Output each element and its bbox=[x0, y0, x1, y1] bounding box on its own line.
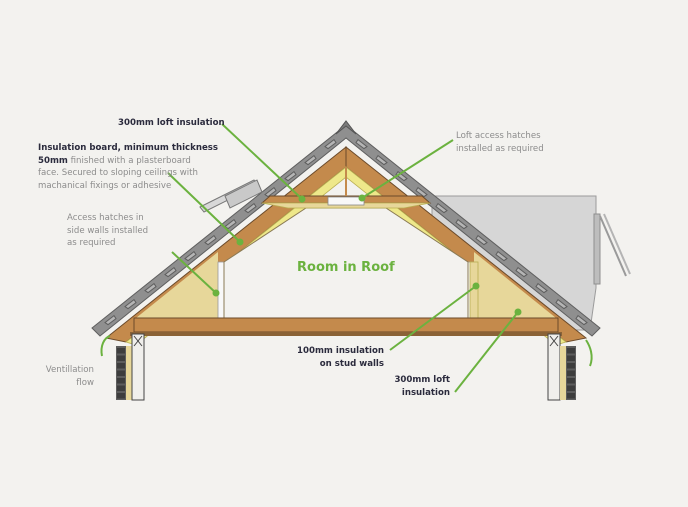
brick bbox=[567, 385, 575, 391]
label-stud-walls-line2: on stud walls bbox=[319, 358, 384, 369]
roof-tile bbox=[455, 218, 468, 230]
roof-tile bbox=[104, 314, 117, 326]
roof-tile bbox=[204, 234, 217, 246]
label-loft-hatches-line1: Loft access hatches bbox=[456, 131, 541, 141]
roof-tile bbox=[324, 138, 337, 150]
brick bbox=[117, 378, 125, 384]
label-loft-hatches: Loft access hatches installed as require… bbox=[456, 130, 544, 155]
brick bbox=[567, 370, 575, 376]
roof-vent-detail bbox=[199, 179, 263, 213]
label-ventilation-line1: Ventillation bbox=[45, 365, 94, 375]
callout-dots bbox=[212, 194, 522, 316]
label-ventilation-line2: flow bbox=[76, 377, 94, 388]
label-stud-walls-line1: 100mm insulation bbox=[297, 346, 384, 356]
brick bbox=[117, 393, 125, 399]
label-insulation-board-finish: finished with a plasterboard bbox=[67, 155, 191, 166]
room-in-roof-label: Room in Roof bbox=[297, 260, 395, 275]
roof-tile bbox=[495, 250, 508, 262]
label-ventilation: Ventillation flow bbox=[30, 364, 94, 389]
brick bbox=[117, 348, 125, 354]
label-side-hatches-line1: Access hatches in bbox=[67, 213, 144, 223]
eaves-insulation bbox=[136, 252, 556, 319]
roof-tile bbox=[575, 314, 588, 326]
roof-tile bbox=[435, 202, 448, 214]
roof-tile bbox=[284, 170, 297, 182]
roof-tile bbox=[555, 298, 568, 310]
roof-tile bbox=[355, 138, 368, 150]
brick bbox=[567, 363, 575, 369]
label-loft-insulation-top: 300mm loft insulation bbox=[118, 118, 225, 128]
label-loft-hatches-line2: installed as required bbox=[456, 143, 544, 154]
label-insulation-board-line2: 50mm finished with a plasterboard bbox=[38, 155, 218, 168]
roof-tile bbox=[144, 282, 157, 294]
roof-tile bbox=[515, 266, 528, 278]
callout-lines bbox=[100, 123, 593, 393]
label-side-hatches: Access hatches in side walls installed a… bbox=[67, 212, 148, 250]
label-loft-insulation-bottom: 300mm loft insulation bbox=[380, 374, 450, 399]
label-insulation-board-thickness: 50mm bbox=[38, 155, 68, 166]
loft-hatch bbox=[327, 196, 365, 206]
brick bbox=[117, 363, 125, 369]
label-side-hatches-line3: as required bbox=[67, 238, 116, 248]
roof-tile bbox=[535, 282, 548, 294]
roof-tile bbox=[164, 266, 177, 278]
roof-tile bbox=[264, 186, 277, 198]
roof-tile bbox=[184, 250, 197, 262]
brick bbox=[567, 393, 575, 399]
brick bbox=[117, 355, 125, 361]
roof-tile bbox=[124, 298, 137, 310]
label-loft-insulation-bottom-line1: 300mm loft bbox=[394, 375, 450, 385]
roof-tile bbox=[224, 218, 237, 230]
label-loft-insulation-bottom-line2: insulation bbox=[401, 387, 450, 398]
label-insulation-board: Insulation board, minimum thickness 50mm… bbox=[38, 142, 218, 192]
label-side-hatches-line2: side walls installed bbox=[67, 225, 149, 236]
label-insulation-board-line4: machanical fixings or adhesive bbox=[38, 180, 172, 191]
roof-tile bbox=[244, 202, 257, 214]
brick bbox=[567, 355, 575, 361]
wall-left bbox=[116, 333, 145, 401]
roof-tile bbox=[375, 154, 388, 166]
wall-right bbox=[547, 333, 576, 401]
label-insulation-board-line1: Insulation board, minimum thickness bbox=[38, 143, 219, 153]
label-insulation-board-line3: face. Secured to sloping ceilings with bbox=[38, 168, 198, 178]
brick bbox=[567, 378, 575, 384]
brick bbox=[567, 348, 575, 354]
roof-tiles bbox=[91, 120, 601, 337]
floor-joist bbox=[130, 317, 562, 336]
roof-tile bbox=[304, 154, 317, 166]
roof-tile bbox=[475, 234, 488, 246]
brick bbox=[117, 385, 125, 391]
label-stud-walls: 100mm insulation on stud walls bbox=[284, 345, 384, 370]
roof-tile bbox=[415, 186, 428, 198]
brick bbox=[117, 370, 125, 376]
